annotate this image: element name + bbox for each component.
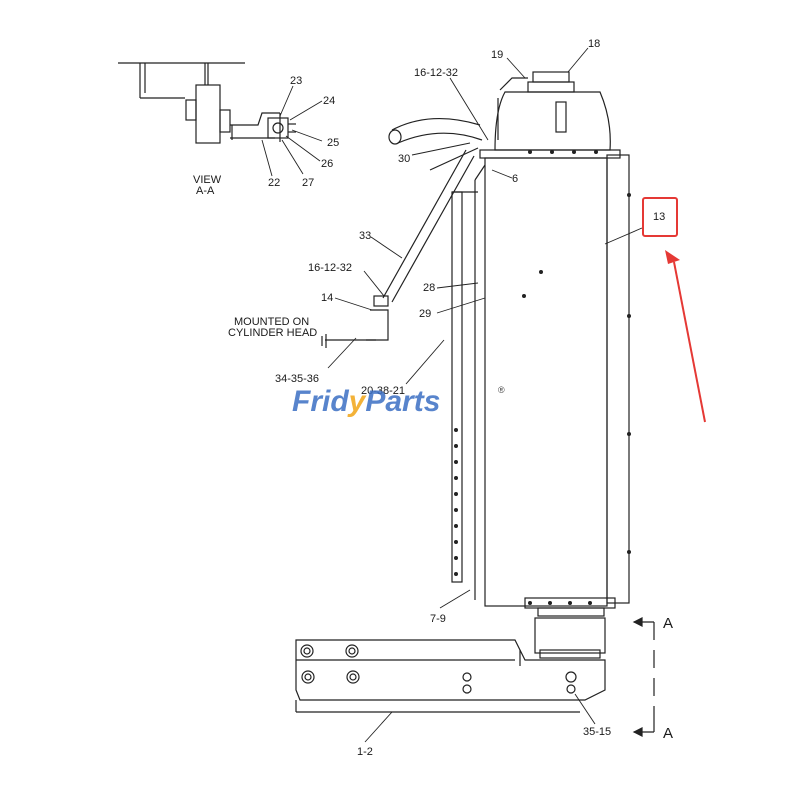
- callout-1-2: 1-2: [357, 746, 373, 758]
- leader-lines: [327, 47, 643, 609]
- callout-34-35-36: 34-35-36: [275, 373, 319, 385]
- callout-33: 33: [359, 230, 371, 242]
- support-strut: [321, 147, 479, 348]
- callout-29: 29: [419, 308, 431, 320]
- section-label-bottom: A: [663, 725, 673, 742]
- view-a-a-leaders: [261, 85, 323, 177]
- radiator-rivets: [454, 150, 631, 605]
- watermark-logo: FridyParts ®: [292, 385, 505, 418]
- callout-27: 27: [302, 177, 314, 189]
- watermark-part3: Parts: [365, 385, 440, 418]
- radiator-hose: [388, 118, 483, 145]
- callout-20-38-21: 20-38-21: [361, 385, 405, 397]
- section-marker: [632, 617, 655, 737]
- watermark-part1: Frid: [292, 385, 349, 418]
- view-label-line2: A-A: [196, 185, 215, 197]
- mounted-label-line2: CYLINDER HEAD: [228, 327, 317, 339]
- callout-23: 23: [290, 75, 302, 87]
- highlight-box: [642, 197, 678, 237]
- callout-16-12-32-top: 16-12-32: [414, 67, 458, 79]
- view-a-a-detail: [118, 62, 296, 144]
- callout-13: 13: [653, 211, 665, 223]
- callout-26: 26: [321, 158, 333, 170]
- callout-6: 6: [512, 173, 518, 185]
- rail-leaders: [364, 693, 596, 743]
- callout-14: 14: [321, 292, 333, 304]
- callout-25: 25: [327, 137, 339, 149]
- watermark-part2: y: [347, 385, 367, 418]
- view-label-line1: VIEW: [193, 174, 222, 186]
- callout-7-9: 7-9: [430, 613, 446, 625]
- highlight-part-13: 13: [642, 197, 706, 423]
- radiator-top-tank: [479, 71, 621, 159]
- radiator-core: [451, 154, 630, 659]
- svg-text:FridyParts: FridyParts: [292, 385, 440, 418]
- callout-18: 18: [588, 38, 600, 50]
- highlight-arrow: [673, 261, 706, 423]
- callout-22: 22: [268, 177, 280, 189]
- callout-16-12-32-mid: 16-12-32: [308, 262, 352, 274]
- callout-24: 24: [323, 95, 335, 107]
- mounting-rail: [295, 639, 606, 713]
- watermark-reg: ®: [498, 385, 505, 395]
- highlight-arrowhead: [665, 250, 680, 264]
- section-label-top: A: [663, 615, 673, 632]
- callout-19: 19: [491, 49, 503, 61]
- callout-35-15: 35-15: [583, 726, 611, 738]
- callout-28: 28: [423, 282, 435, 294]
- mounted-label-line1: MOUNTED ON: [234, 316, 309, 328]
- callout-30: 30: [398, 153, 410, 165]
